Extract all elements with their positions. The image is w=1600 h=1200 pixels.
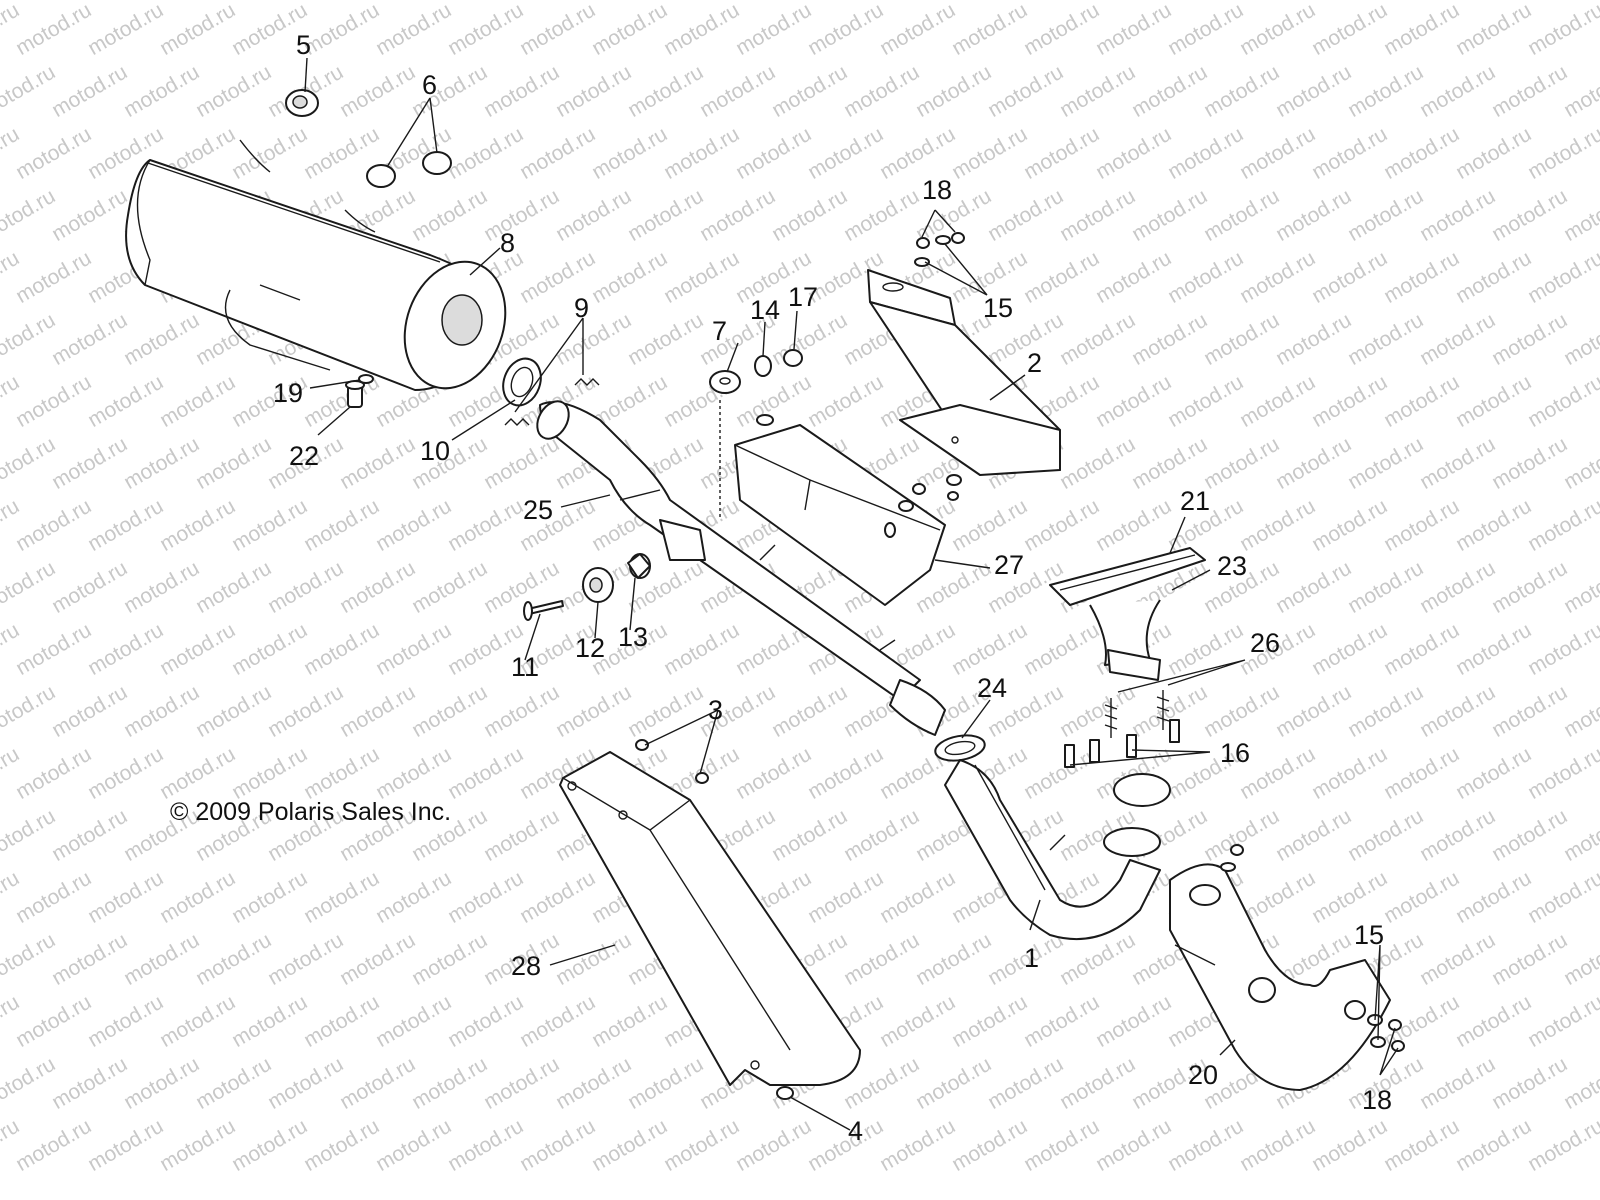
- callout-16: 16: [1220, 738, 1251, 768]
- bracket-part-2: [867, 269, 1061, 476]
- callout-2: 2: [1027, 348, 1043, 378]
- callout-12: 12: [575, 633, 606, 663]
- heat-shield-part-27: [734, 414, 946, 606]
- heat-shield-part-28: [559, 751, 861, 1086]
- callout-24: 24: [977, 673, 1008, 703]
- callout-9: 9: [574, 293, 590, 323]
- callout-26: 26: [1250, 628, 1281, 658]
- nut-part-17: [783, 349, 803, 367]
- callout-20: 20: [1188, 1060, 1219, 1090]
- head-pipe-part-1: [944, 759, 1161, 941]
- callout-7: 7: [712, 316, 728, 346]
- heat-shield-part-20: [1169, 863, 1391, 1091]
- callout-6: 6: [422, 70, 438, 100]
- grommet-part-12: [582, 567, 614, 603]
- callout-18-bottom: 18: [1362, 1085, 1393, 1115]
- callout-23: 23: [1217, 551, 1248, 581]
- manifold-part-21-23: [1049, 547, 1206, 681]
- bolt-part-22: [345, 380, 365, 408]
- callout-15-top: 15: [983, 293, 1014, 323]
- copyright-notice: © 2009 Polaris Sales Inc.: [170, 798, 452, 826]
- fastener-misc: [898, 474, 962, 512]
- washer-part-14: [754, 355, 772, 377]
- callout-25: 25: [523, 495, 554, 525]
- callout-1: 1: [1024, 943, 1040, 973]
- callout-10: 10: [420, 436, 451, 466]
- callout-11: 11: [511, 652, 540, 682]
- bolt-part-16: [1064, 719, 1180, 768]
- callout-5: 5: [296, 30, 312, 60]
- fastener-part-18-top: [916, 232, 965, 249]
- gasket-rings: [1103, 773, 1171, 857]
- callout-28: 28: [511, 951, 542, 981]
- callout-22: 22: [289, 441, 320, 471]
- callout-19: 19: [273, 378, 304, 408]
- callout-18-top: 18: [922, 175, 953, 205]
- leader-lines: [304, 57, 1399, 1131]
- callout-21: 21: [1180, 486, 1211, 516]
- washer-part-7: [709, 370, 741, 394]
- bolt-part-11: [523, 600, 564, 621]
- washer-part-15-top: [914, 235, 951, 267]
- callout-17: 17: [788, 282, 819, 312]
- screw-part-4: [776, 1086, 794, 1100]
- callout-4: 4: [848, 1116, 864, 1146]
- screw-part-3: [635, 739, 709, 784]
- callout-27: 27: [994, 550, 1025, 580]
- grommet-part-5: [285, 89, 319, 117]
- sleeve-part-13: [627, 553, 651, 579]
- mid-pipe-part-25: [536, 400, 946, 736]
- callout-13: 13: [618, 622, 649, 652]
- callout-14: 14: [750, 295, 781, 325]
- spring-part-26: [1104, 690, 1170, 738]
- callout-8: 8: [500, 228, 516, 258]
- grommet-part-6: [366, 151, 452, 188]
- callout-15-bottom: 15: [1354, 920, 1385, 950]
- callout-3: 3: [708, 695, 724, 725]
- gasket-part-10: [502, 357, 542, 407]
- muffler-part-8: [125, 139, 507, 391]
- washer-part-19: [358, 374, 374, 384]
- spring-part-9: [504, 378, 600, 426]
